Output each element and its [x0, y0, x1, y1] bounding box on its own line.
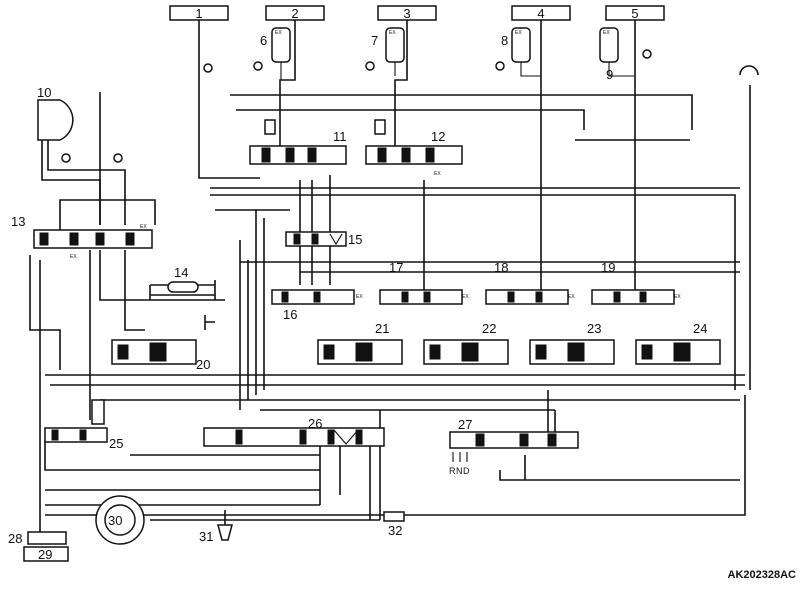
callout-23: 23 [587, 321, 601, 336]
callout-19: 19 [601, 260, 615, 275]
callout-25: 25 [109, 436, 123, 451]
callout-13: 13 [11, 214, 25, 229]
range-mark-d: D [463, 466, 470, 476]
valve-19-ex: EX [674, 294, 681, 300]
valve-12: EX [365, 119, 463, 177]
callout-31: 31 [199, 529, 213, 544]
valve-13-ex-lower: EX [70, 254, 77, 260]
component-10-dome [37, 99, 123, 163]
callout-12: 12 [431, 129, 445, 144]
callout-8: 8 [501, 33, 508, 48]
range-mark-n: N [456, 466, 463, 476]
callout-29: 29 [38, 547, 52, 562]
pipe-network [29, 20, 759, 541]
callout-16: 16 [283, 307, 297, 322]
valve-row-16-19: EX EX EX EX [271, 289, 681, 305]
callout-28: 28 [8, 531, 22, 546]
callout-22: 22 [482, 321, 496, 336]
callout-24: 24 [693, 321, 707, 336]
callout-30: 30 [108, 513, 122, 528]
port-label-3: 3 [403, 6, 410, 21]
port-label-1: 1 [195, 6, 202, 21]
callout-32: 32 [388, 523, 402, 538]
accum-7-ex: EX [389, 30, 396, 36]
port-label-4: 4 [537, 6, 544, 21]
valve-18-ex: EX [568, 294, 575, 300]
callouts: 6 7 8 9 10 11 12 13 14 15 16 17 18 19 20… [8, 33, 707, 562]
callout-26: 26 [308, 416, 322, 431]
callout-9: 9 [606, 67, 613, 82]
valve-15 [285, 231, 347, 247]
range-mark-r: R [449, 466, 456, 476]
callout-17: 17 [389, 260, 403, 275]
callout-15: 15 [348, 232, 362, 247]
valve-26 [203, 427, 385, 447]
figure-reference: AK202328AC [728, 569, 797, 581]
port-label-2: 2 [291, 6, 298, 21]
valve-17-ex: EX [462, 294, 469, 300]
top-port-boxes: 1 2 3 4 5 [169, 5, 665, 21]
accum-8-ex: EX [515, 30, 522, 36]
callout-11: 11 [333, 129, 347, 144]
callout-7: 7 [371, 33, 378, 48]
callout-6: 6 [260, 33, 267, 48]
lower-components [23, 495, 405, 562]
valve-25 [44, 399, 108, 443]
callout-21: 21 [375, 321, 389, 336]
accumulators: EX EX EX EX [203, 27, 652, 73]
valve-12-ex: EX [434, 171, 441, 177]
valve-16-ex: EX [356, 294, 363, 300]
valve-27-manual: R N D [449, 431, 579, 476]
callout-18: 18 [494, 260, 508, 275]
accum-9-ex: EX [603, 30, 610, 36]
solenoid-valves-20-24 [111, 339, 721, 365]
callout-27: 27 [458, 417, 472, 432]
callout-14: 14 [174, 265, 188, 280]
callout-10: 10 [37, 85, 51, 100]
accum-6-ex: EX [275, 30, 282, 36]
valve-11 [249, 119, 347, 165]
callout-20: 20 [196, 357, 210, 372]
port-label-5: 5 [631, 6, 638, 21]
component-14-damper [149, 280, 216, 330]
valve-13-ex: EX [140, 224, 147, 230]
valve-13: EX EX [33, 224, 153, 260]
